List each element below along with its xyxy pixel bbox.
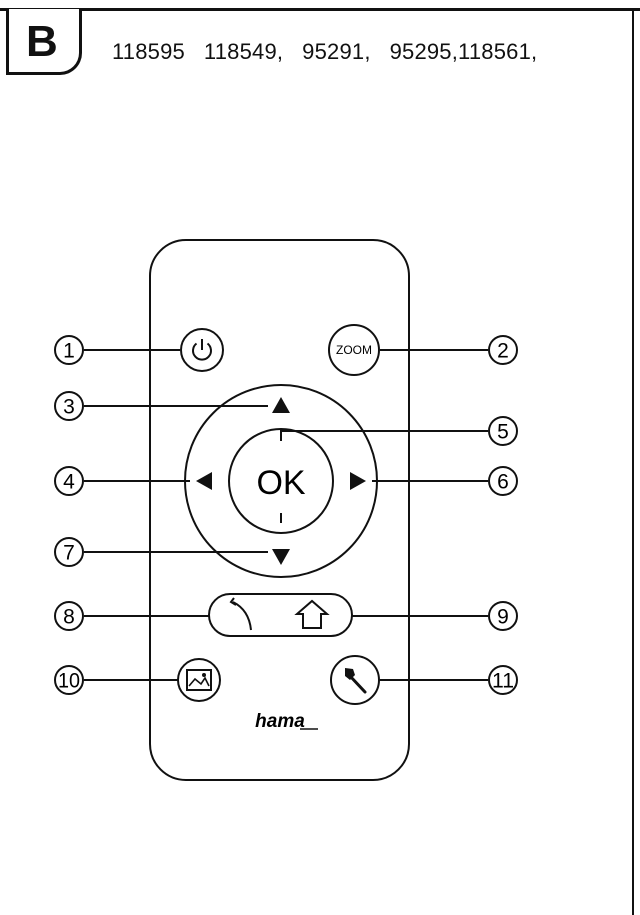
zoom-label: ZOOM	[336, 343, 372, 357]
dpad: OK	[184, 384, 378, 578]
picture-button-ring	[177, 658, 221, 702]
wrench-icon	[345, 668, 367, 694]
callout-9-circle	[488, 601, 518, 631]
power-icon-arc	[192, 342, 212, 361]
callout-7: 7	[54, 537, 84, 567]
callout-1-circle	[54, 335, 84, 365]
callout-10: 10	[54, 665, 84, 695]
callout-5: 5	[488, 416, 518, 446]
callout-10-circle	[54, 665, 84, 695]
back-icon	[229, 597, 252, 631]
callout-3-circle	[54, 391, 84, 421]
callout-8-label: 8	[63, 606, 75, 629]
leader-5	[280, 430, 488, 434]
callout-1: 1	[54, 335, 84, 365]
callout-6-circle	[488, 466, 518, 496]
callout-5-circle	[488, 416, 518, 446]
ok-label: OK	[256, 464, 305, 502]
right-rule	[632, 10, 634, 915]
callout-10-label: 10	[58, 670, 80, 693]
model-numbers: 118595 118549, 95291, 95295,118561,	[112, 39, 538, 64]
callout-1-label: 1	[63, 340, 75, 363]
callout-3: 3	[54, 391, 84, 421]
back-icon-curve	[232, 601, 252, 631]
callout-11: 11	[488, 665, 518, 695]
top-rule	[0, 8, 640, 11]
dpad-ring	[184, 384, 378, 578]
callout-4-circle	[54, 466, 84, 496]
picture-icon-frame	[186, 669, 212, 691]
callout-8-circle	[54, 601, 84, 631]
power-button	[180, 328, 224, 372]
callout-11-circle	[488, 665, 518, 695]
callout-2-label: 2	[497, 340, 509, 363]
ok-button-ring	[228, 428, 334, 534]
callout-7-label: 7	[63, 542, 75, 565]
wrench-icon-head	[345, 668, 355, 680]
callout-5-label: 5	[497, 421, 509, 444]
brand-logo: hama	[255, 711, 305, 732]
back-home-bar	[208, 593, 353, 637]
callout-9: 9	[488, 601, 518, 631]
callout-2: 2	[488, 335, 518, 365]
leader-lines	[84, 349, 488, 681]
picture-icon-sun	[202, 673, 206, 677]
home-icon	[294, 599, 330, 629]
callout-2-circle	[488, 335, 518, 365]
power-icon	[192, 339, 212, 361]
zoom-button: ZOOM	[328, 324, 380, 376]
back-icon-head	[229, 597, 237, 606]
arrow-left-icon	[196, 472, 212, 490]
zoom-button-ring	[328, 324, 380, 376]
arrow-up-icon	[272, 397, 290, 413]
arrow-right-icon	[350, 472, 366, 490]
back-home-pill	[208, 593, 353, 637]
remote-body	[149, 239, 410, 781]
callout-11-label: 11	[492, 670, 514, 693]
arrow-down-icon	[272, 549, 290, 565]
callout-8: 8	[54, 601, 84, 631]
callout-7-circle	[54, 537, 84, 567]
callout-9-label: 9	[497, 606, 509, 629]
callout-6: 6	[488, 466, 518, 496]
callout-3-label: 3	[63, 396, 75, 419]
picture-icon-mountain	[188, 676, 210, 687]
settings-button	[330, 655, 380, 705]
picture-button	[177, 658, 221, 702]
callout-4: 4	[54, 466, 84, 496]
callout-6-label: 6	[497, 471, 509, 494]
wrench-icon-handle	[348, 674, 367, 694]
section-letter: B	[26, 17, 58, 66]
picture-icon	[186, 669, 212, 691]
callout-4-label: 4	[63, 471, 75, 494]
section-tab: B	[6, 9, 82, 75]
